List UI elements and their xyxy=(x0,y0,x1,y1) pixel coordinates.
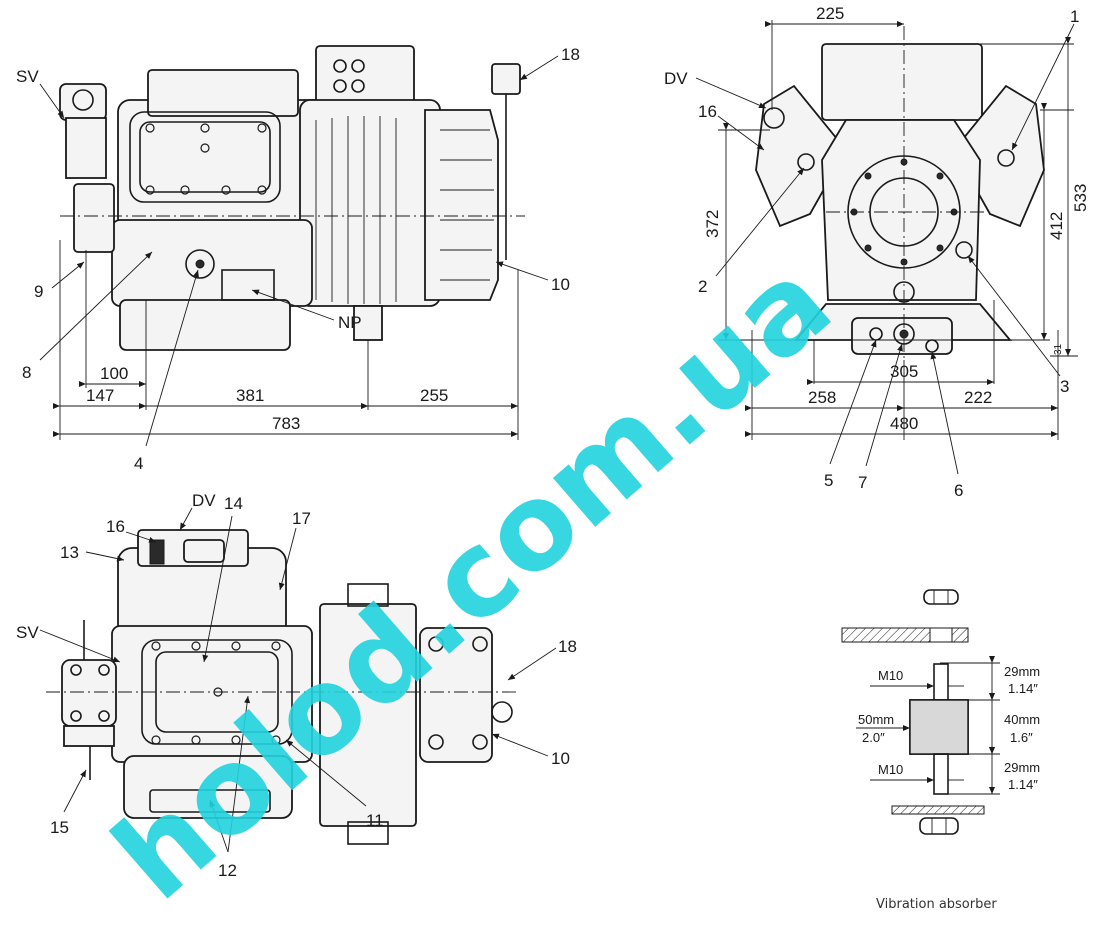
absorber-16in: 1.6″ xyxy=(1010,730,1033,745)
callout-16: 16 xyxy=(698,102,717,121)
side-view-callouts: SV 18 9 8 4 NP 10 xyxy=(16,45,580,473)
callout-16-top: 16 xyxy=(106,517,125,536)
callout-dv: DV xyxy=(664,69,688,88)
dim-255: 255 xyxy=(420,386,448,405)
callout-2: 2 xyxy=(698,277,707,296)
front-view xyxy=(755,26,1045,360)
dim-147: 147 xyxy=(86,386,114,405)
terminal-box xyxy=(315,45,415,109)
absorber-29mm-top: 29mm xyxy=(1004,664,1040,679)
vibration-absorber-detail: M10 29mm 1.14″ 50mm 2.0″ 40mm 1.6″ M10 2… xyxy=(841,589,1040,912)
terminal-box-top xyxy=(319,603,417,827)
callout-4: 4 xyxy=(134,454,143,473)
dim-31: 31 xyxy=(1053,343,1064,355)
callout-15: 15 xyxy=(50,818,69,837)
callout-13: 13 xyxy=(60,543,79,562)
dim-381: 381 xyxy=(236,386,264,405)
callout-11: 11 xyxy=(366,811,384,830)
crankcase xyxy=(111,219,313,307)
absorber-50mm: 50mm xyxy=(858,712,894,727)
absorber-caption: Vibration absorber xyxy=(876,897,997,912)
absorber-m10-top: M10 xyxy=(878,668,903,683)
suction-valve-top xyxy=(61,659,117,727)
front-view-callouts: DV 16 1 2 3 5 7 6 xyxy=(664,7,1079,500)
cylinder-heads xyxy=(117,99,327,231)
motor-housing xyxy=(299,99,441,307)
stud-bottom xyxy=(933,753,949,795)
dim-100: 100 xyxy=(100,364,128,383)
dim-225: 225 xyxy=(816,4,844,23)
callout-np: NP xyxy=(338,313,362,332)
solenoid-coil xyxy=(491,63,521,95)
callout-17: 17 xyxy=(292,509,311,528)
top-view xyxy=(46,529,520,845)
callout-3: 3 xyxy=(1060,377,1069,396)
callout-sv-top: SV xyxy=(16,623,39,642)
side-view xyxy=(59,45,525,351)
dim-533: 533 xyxy=(1071,184,1090,212)
nut-bottom xyxy=(919,817,959,835)
nut-top xyxy=(923,589,959,605)
callout-18-top: 18 xyxy=(558,637,577,656)
callout-12: 12 xyxy=(218,861,237,880)
side-view-dimensions: 100 147 381 255 783 xyxy=(53,240,519,440)
callout-1: 1 xyxy=(1070,7,1079,26)
front-view-dimensions: 225 372 412 533 31 305 258 222 480 xyxy=(703,4,1090,440)
callout-6: 6 xyxy=(954,481,963,500)
dim-222: 222 xyxy=(964,388,992,407)
dim-372: 372 xyxy=(703,210,722,238)
callout-10-top: 10 xyxy=(551,749,570,768)
callout-14: 14 xyxy=(224,494,243,513)
dim-258: 258 xyxy=(808,388,836,407)
absorber-m10-bottom: M10 xyxy=(878,762,903,777)
callout-5: 5 xyxy=(824,471,833,490)
callout-dv-top: DV xyxy=(192,491,216,510)
callout-9: 9 xyxy=(34,282,43,301)
callout-18: 18 xyxy=(561,45,580,64)
absorber-20in: 2.0″ xyxy=(862,730,885,745)
absorber-29mm-bottom: 29mm xyxy=(1004,760,1040,775)
absorber-114-bottom: 1.14″ xyxy=(1008,777,1038,792)
callout-8: 8 xyxy=(22,363,31,382)
top-view-callouts: DV 16 14 17 13 SV 18 10 15 11 12 xyxy=(16,491,577,880)
absorber-40mm: 40mm xyxy=(1004,712,1040,727)
callout-sv: SV xyxy=(16,67,39,86)
absorber-114-top: 1.14″ xyxy=(1008,681,1038,696)
terminal-box-front xyxy=(821,43,983,121)
motor-end-cover xyxy=(424,109,499,301)
stud-top xyxy=(933,663,949,701)
dim-783: 783 xyxy=(272,414,300,433)
dim-412: 412 xyxy=(1047,212,1066,240)
dim-480: 480 xyxy=(890,414,918,433)
callout-7: 7 xyxy=(858,473,867,492)
callout-10-side: 10 xyxy=(551,275,570,294)
